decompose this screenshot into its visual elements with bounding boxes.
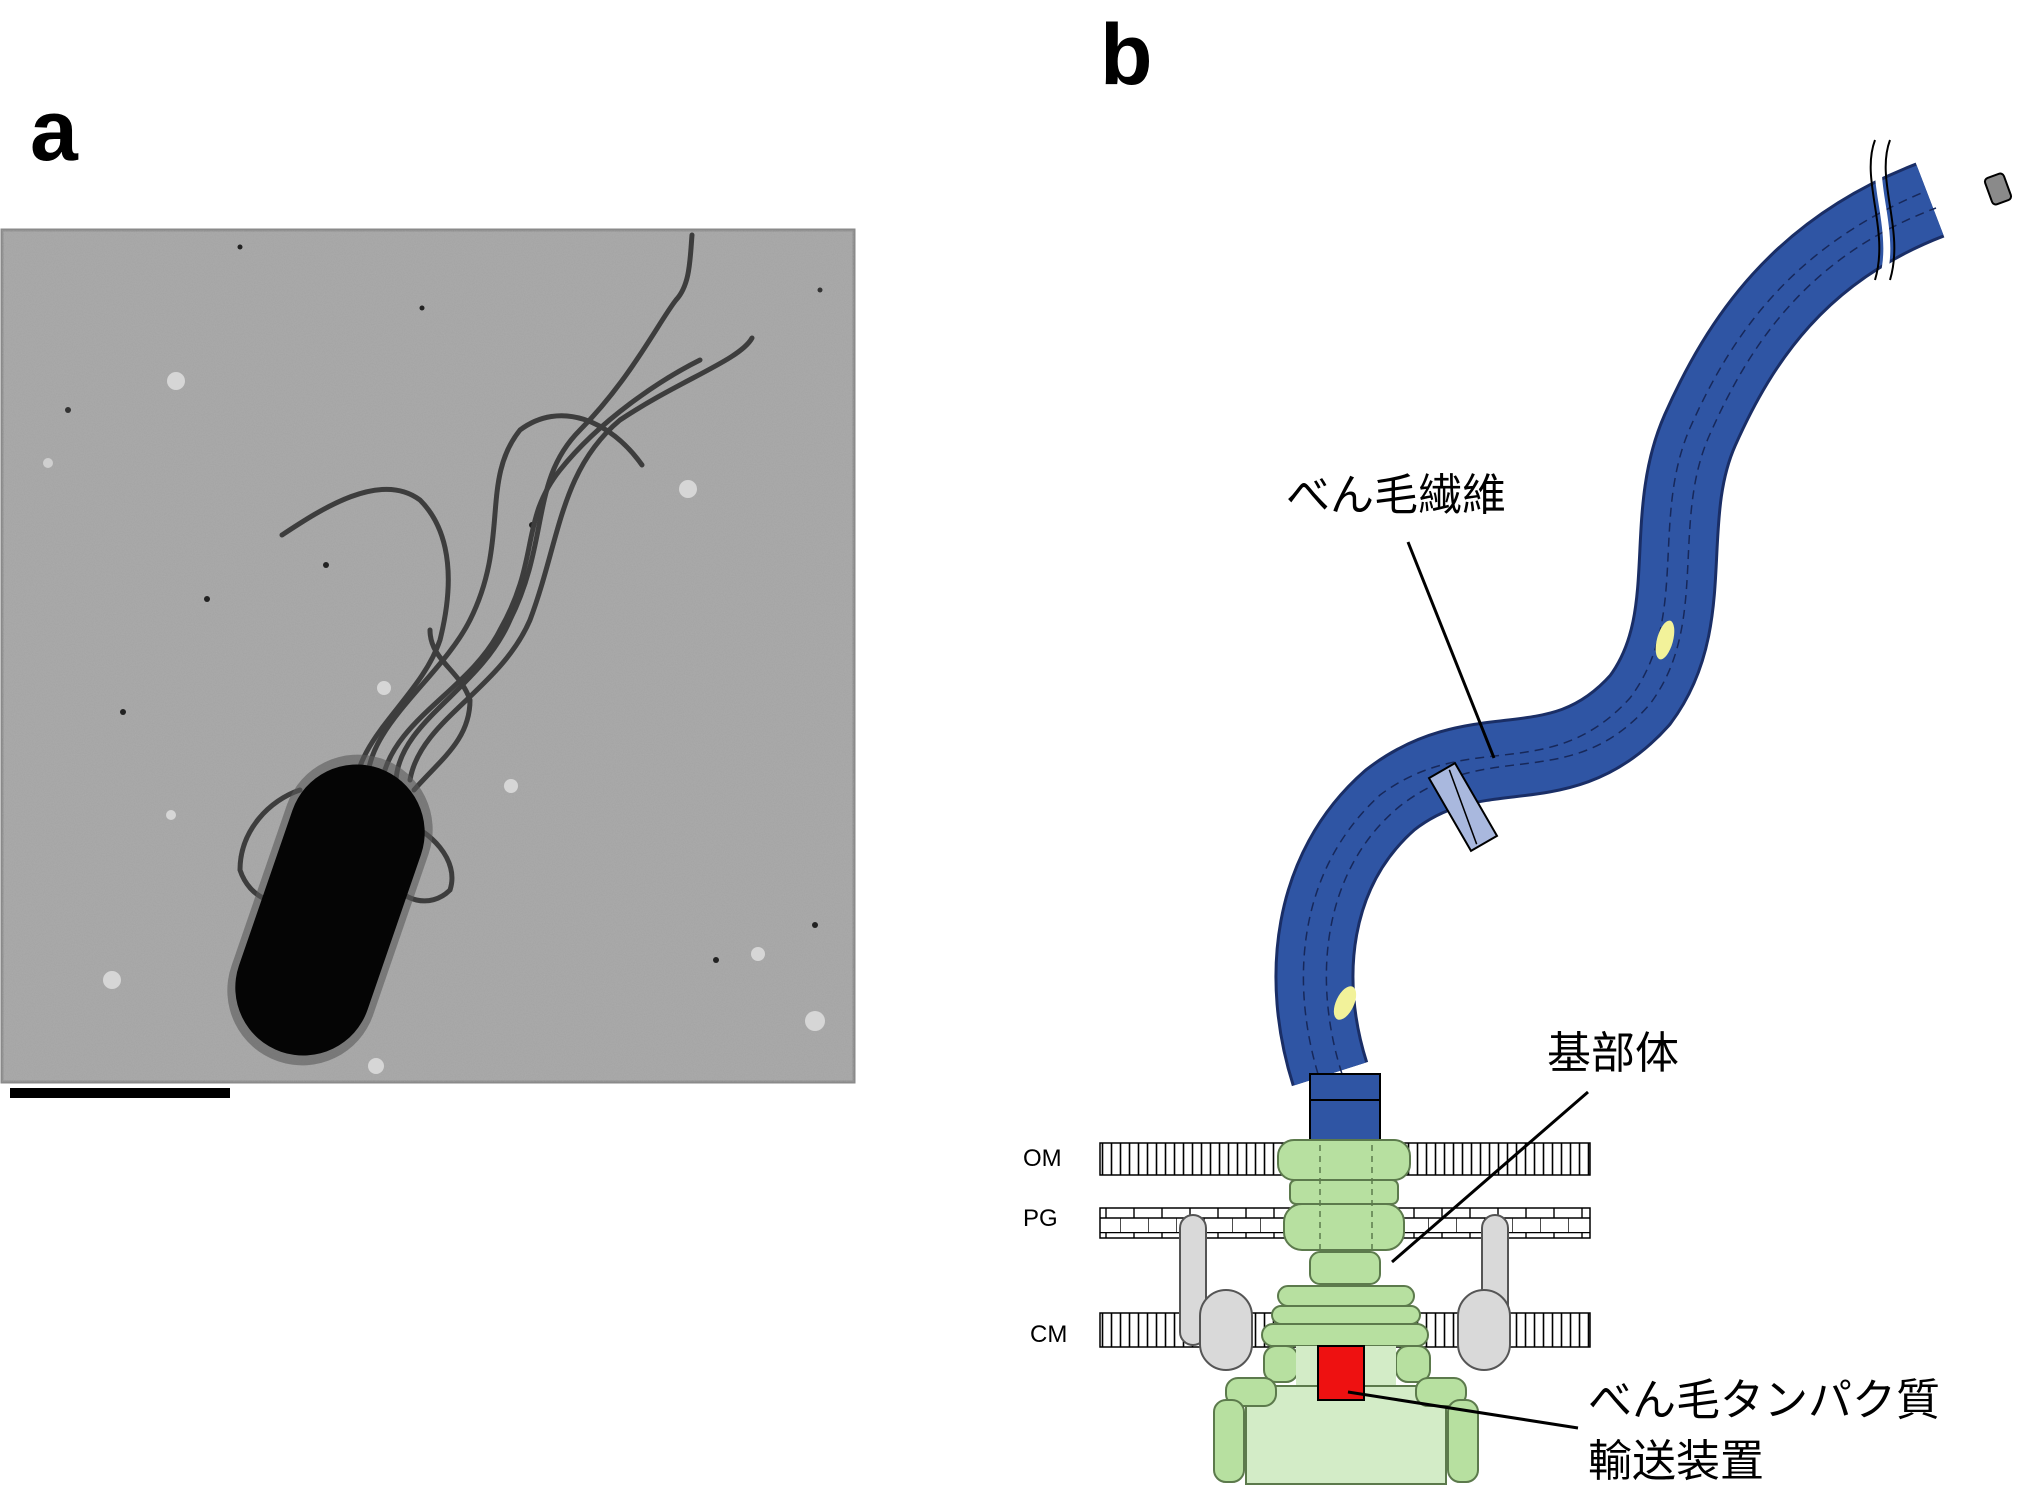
panel-label-a: a (30, 83, 78, 179)
flagellum-diagram: べん毛繊維 基部体 べん毛タンパク質 輸送装置 OM PG CM (1023, 139, 2013, 1487)
basal-body-leader-line (1391, 1090, 1589, 1264)
filament-label: べん毛繊維 (1286, 470, 1506, 521)
scale-bar (10, 1088, 230, 1098)
proximal-rod (1309, 1073, 1381, 1145)
panel-label-b: b (1100, 7, 1153, 103)
bacterial-cell (227, 754, 433, 1066)
export-leader-line (1347, 1390, 1579, 1430)
cm-label: CM (1030, 1321, 1067, 1348)
export-apparatus-label-line2: 輸送装置 (1588, 1436, 1764, 1487)
filament-leader-line (1406, 541, 1496, 759)
micrograph (0, 228, 856, 1098)
pg-label: PG (1023, 1205, 1058, 1232)
flagella (237, 232, 755, 905)
debris-particles (43, 244, 825, 1074)
export-apparatus (1317, 1345, 1365, 1401)
om-label: OM (1023, 1145, 1062, 1172)
basal-body-label: 基部体 (1547, 1028, 1679, 1079)
stator-units (1179, 1214, 1511, 1371)
export-apparatus-label-line1: べん毛タンパク質 (1588, 1375, 1940, 1426)
flagellar-filament (1274, 139, 2013, 1087)
basal-body (1213, 1139, 1479, 1485)
